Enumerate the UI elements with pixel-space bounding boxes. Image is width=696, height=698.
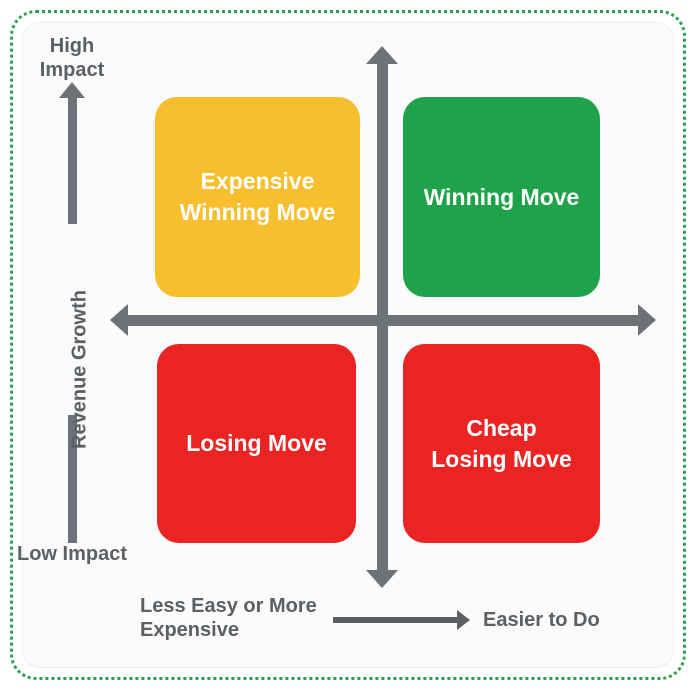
quadrant-winning-move-text: Winning Move: [424, 182, 580, 213]
quadrant-losing-move-line1: Losing Move: [186, 430, 327, 456]
axis-label-easier-to-do-line1: Easier to Do: [483, 609, 600, 631]
quadrant-cheap-losing-move-line2: Losing Move: [431, 445, 572, 472]
axis-label-low-impact-line2: Impact: [62, 543, 128, 565]
arrow-right-icon: [638, 304, 656, 336]
axis-title-revenue-growth: Revenue Growth: [68, 290, 91, 449]
quadrant-cheap-losing-move[interactable]: Cheap Losing Move: [403, 344, 600, 543]
axis-label-high-impact-line2: Impact: [39, 59, 105, 81]
quadrant-cheap-losing-move-text: Cheap Losing Move: [431, 413, 572, 475]
quadrant-cheap-losing-move-line1: Cheap: [466, 414, 537, 441]
axis-label-less-easy-line2: More Expensive: [140, 595, 317, 641]
axis-label-high-impact: High Impact: [16, 34, 128, 82]
bottom-direction-arrow-head-icon: [457, 610, 470, 630]
arrow-down-icon: [366, 570, 398, 588]
y-scale-arrow-up-icon: [59, 82, 85, 98]
axis-label-low-impact-line1: Low: [16, 543, 57, 565]
y-scale-stick-bottom: [68, 415, 77, 543]
arrow-left-icon: [110, 304, 128, 336]
axis-label-easier-to-do: Easier to Do: [483, 608, 673, 632]
quadrant-losing-move[interactable]: Losing Move: [157, 344, 356, 543]
arrow-up-icon: [366, 46, 398, 64]
axis-label-less-easy-more-expensive: Less Easy or More Expensive: [140, 594, 330, 642]
axis-label-high-impact-line1: High: [49, 35, 95, 57]
quadrant-expensive-winning-move[interactable]: Expensive Winning Move: [155, 97, 360, 297]
y-scale-stick-top: [68, 96, 77, 224]
quadrant-expensive-winning-move-line2: Winning Move: [179, 199, 336, 225]
quadrant-expensive-winning-move-text: Expensive Winning Move: [180, 166, 336, 228]
axis-label-low-impact: Low Impact: [16, 542, 128, 566]
bottom-direction-arrow-line: [333, 617, 459, 623]
quadrant-winning-move-line1: Winning Move: [423, 183, 580, 210]
horizontal-axis-line: [126, 315, 640, 326]
axis-label-less-easy-line1: Less Easy or: [140, 595, 264, 617]
dotted-green-frame: [10, 10, 686, 680]
quadrant-winning-move[interactable]: Winning Move: [403, 97, 600, 297]
quadrant-losing-move-text: Losing Move: [186, 428, 327, 459]
quadrant-expensive-winning-move-line1: Expensive: [200, 168, 315, 194]
